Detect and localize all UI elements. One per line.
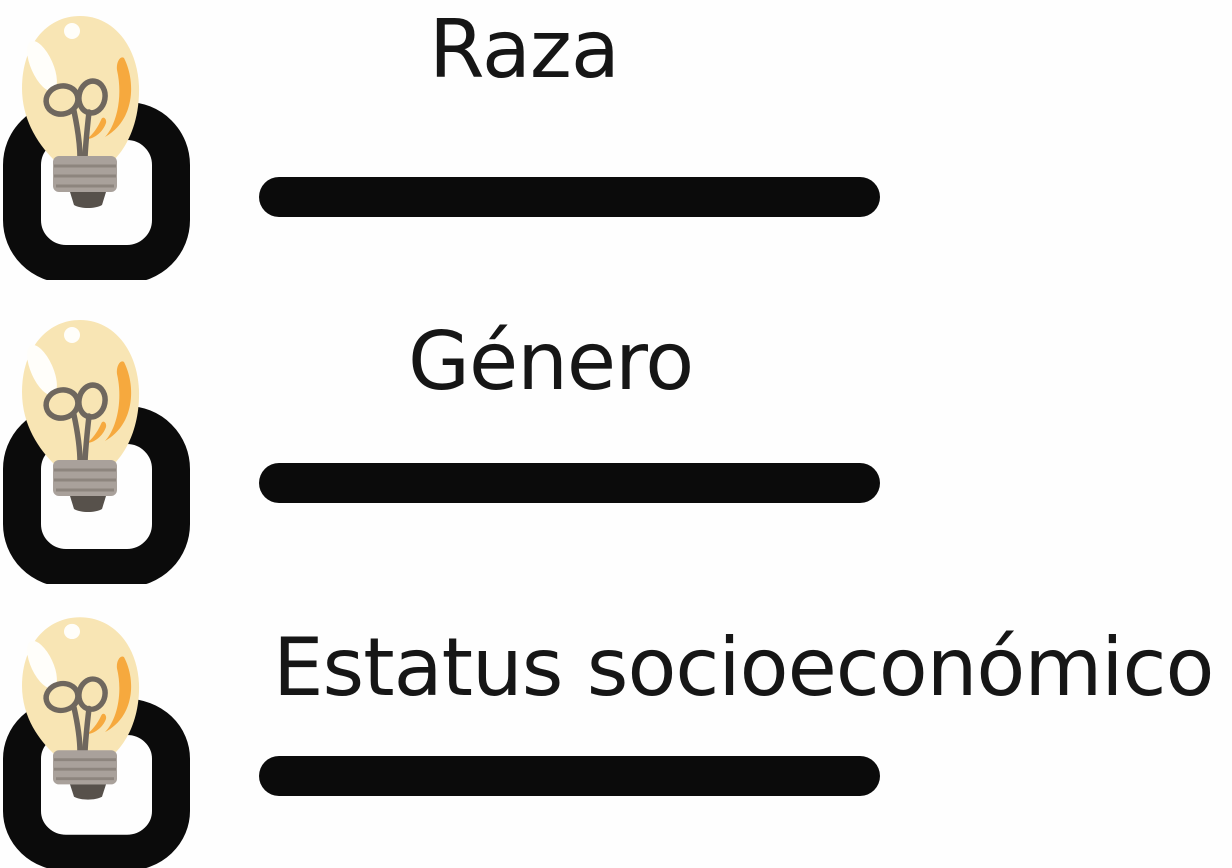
list-item-label-raza: Raza (429, 3, 620, 96)
list-item-label-genero: Género (408, 315, 694, 408)
lightbulb-checkbox-icon (0, 304, 200, 584)
list-item-label-estatus-socioeconomico: Estatus socioeconómico (273, 621, 1214, 714)
item-underline (259, 463, 880, 503)
item-underline (259, 756, 880, 796)
item-underline (259, 177, 880, 217)
lightbulb-checkbox-icon (0, 602, 200, 868)
lightbulb-checkbox-icon (0, 0, 200, 280)
